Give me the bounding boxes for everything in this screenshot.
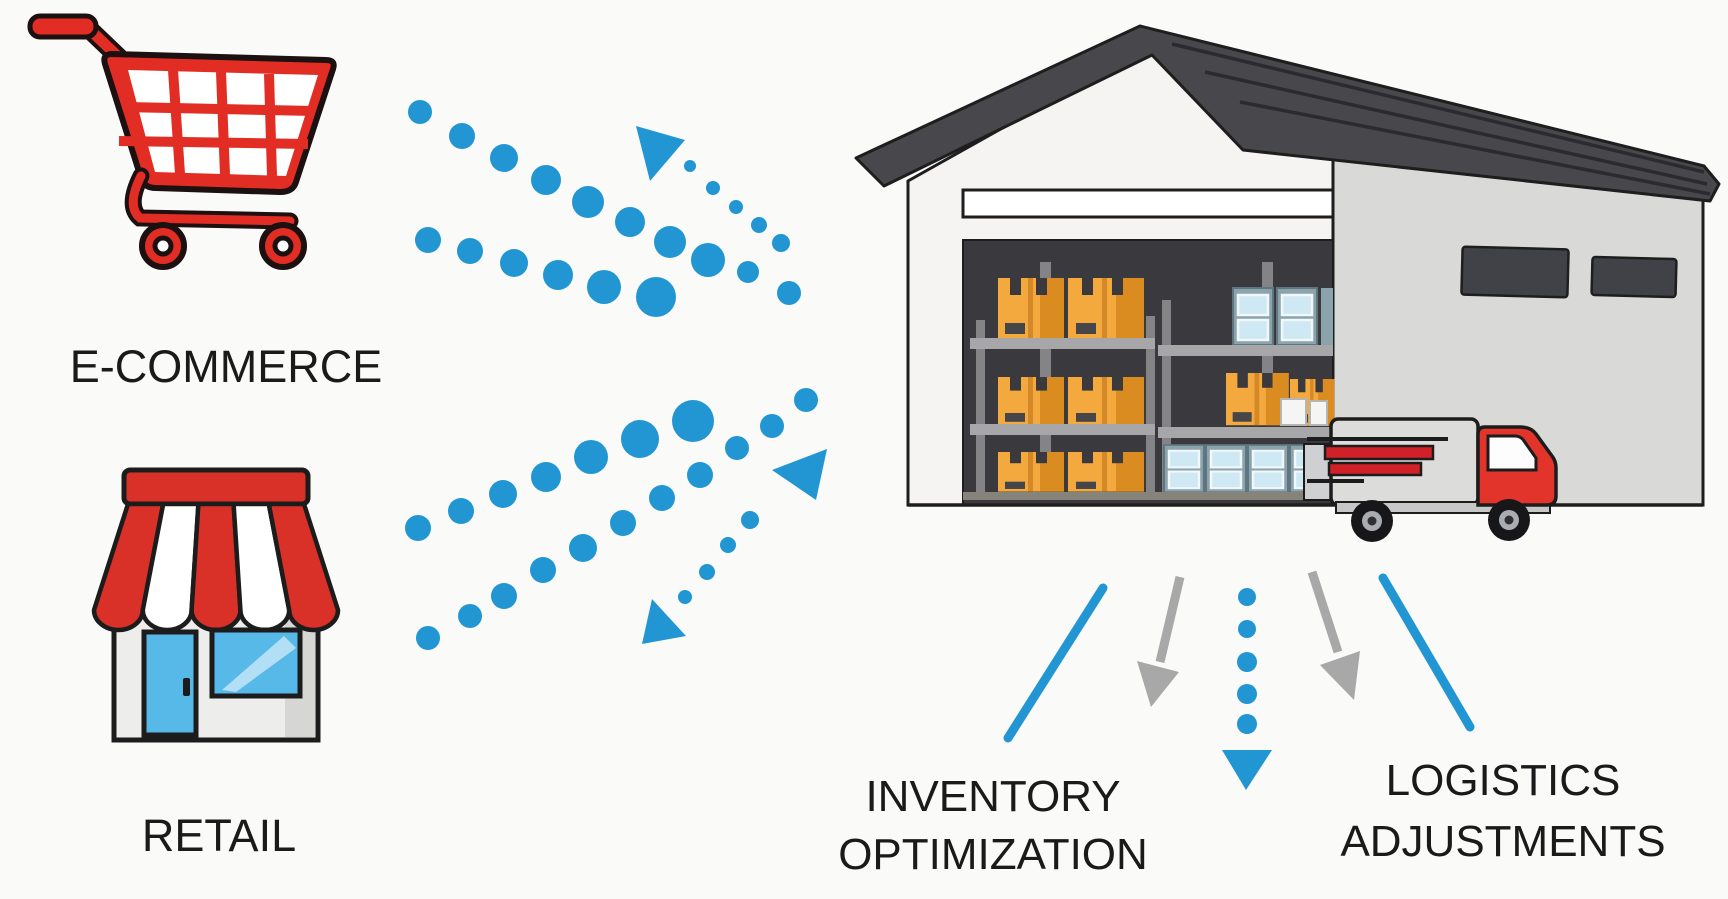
warehouse-roof: [854, 24, 1721, 203]
inventory-label-line2: OPTIMIZATION: [838, 830, 1148, 879]
ecommerce-label: E-COMMERCE: [69, 341, 383, 392]
truck-speed-stripes: [1307, 437, 1448, 483]
arrow-logistics-blue-line: [1378, 573, 1475, 732]
side-window-2: [1590, 255, 1678, 299]
logistics-label-line2: ADJUSTMENTS: [1340, 817, 1666, 866]
warehouse-illustration: [854, 24, 1721, 507]
flow-ecommerce-warehouse: [408, 100, 801, 317]
roof-seams: [1171, 42, 1711, 196]
arrow-inventory-gray: [1137, 575, 1185, 707]
arrowhead-to-ecommerce: [636, 126, 685, 181]
retail-label: RETAIL: [141, 810, 297, 861]
arrow-logistics-gray: [1307, 570, 1360, 700]
shopping-cart-icon: [27, 13, 337, 270]
logistics-label-line1: LOGISTICS: [1385, 756, 1621, 805]
warehouse-shelves: [963, 262, 1335, 500]
truck-wheels: [1351, 499, 1530, 542]
arrowhead-down: [1222, 750, 1272, 790]
arrow-warehouse-dotted-down: [1222, 588, 1272, 790]
truck-window: [1486, 434, 1538, 472]
warehouse-sign-band: [961, 188, 1335, 219]
side-window-1: [1460, 245, 1570, 299]
arrowhead-to-warehouse: [772, 449, 827, 500]
logistics-adjustments-label: LOGISTICS ADJUSTMENTS: [1300, 750, 1706, 872]
flow-retail-warehouse: [405, 388, 827, 650]
delivery-truck-icon: [1303, 417, 1558, 542]
arrowhead-to-retail: [642, 599, 686, 644]
inventory-optimization-label: INVENTORY OPTIMIZATION: [793, 768, 1193, 884]
arrow-inventory-blue-line: [1003, 583, 1108, 743]
storefront-icon: [91, 467, 341, 743]
inventory-label-line1: INVENTORY: [865, 772, 1121, 821]
